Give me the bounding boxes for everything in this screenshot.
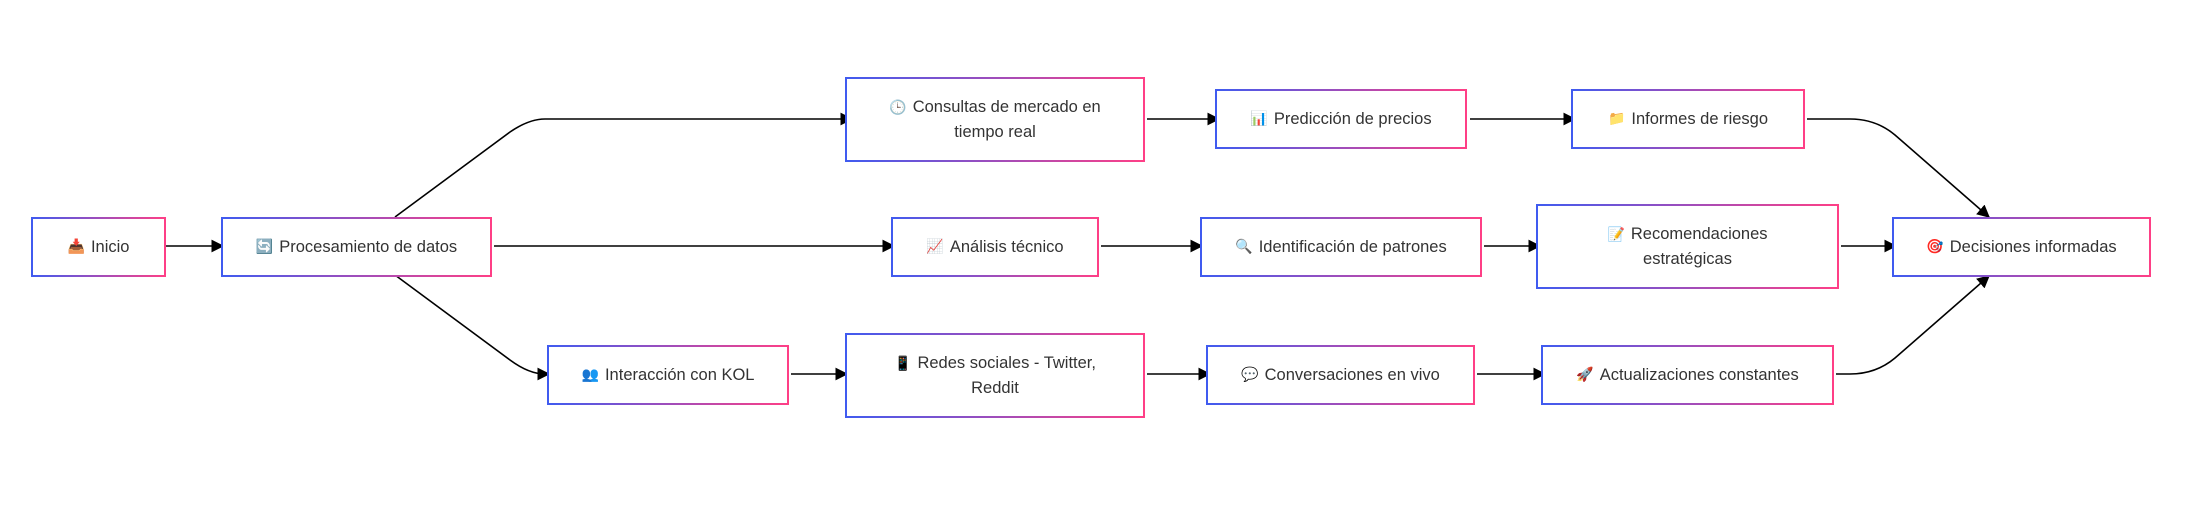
node-identificacion[interactable]: 🔍 Identificación de patrones [1200, 217, 1482, 277]
edge-informes-decisiones [1807, 118, 1990, 218]
node-label: Inicio [90, 238, 130, 256]
memo-icon: 📝 [1607, 227, 1625, 243]
people-icon: 👥 [581, 367, 599, 383]
node-label: Análisis técnico [949, 238, 1064, 256]
node-label: 🕒Consultas de mercado en tiempo real [889, 98, 1101, 141]
node-decisiones[interactable]: 🎯 Decisiones informadas [1892, 217, 2151, 277]
target-icon: 🎯 [1926, 239, 1944, 255]
node-label: Actualizaciones constantes [1599, 366, 1799, 384]
node-informes[interactable]: 📁 Informes de riesgo [1571, 89, 1805, 149]
speech-bubble-icon: 💬 [1241, 367, 1259, 383]
node-redes[interactable]: 📱Redes sociales - Twitter, Reddit [845, 333, 1145, 418]
folder-icon: 📁 [1607, 111, 1626, 127]
node-conversaciones[interactable]: 💬 Conversaciones en vivo [1206, 345, 1475, 405]
node-label: Identificación de patrones [1258, 238, 1447, 256]
bar-chart-icon: 📊 [1250, 111, 1268, 127]
node-analisis[interactable]: 📈 Análisis técnico [891, 217, 1099, 277]
clock-icon: 🕒 [889, 100, 907, 116]
refresh-icon: 🔄 [255, 239, 274, 255]
magnifier-icon: 🔍 [1235, 239, 1253, 255]
node-actualizaciones[interactable]: 🚀 Actualizaciones constantes [1541, 345, 1834, 405]
node-recomendaciones[interactable]: 📝Recomendaciones estratégicas [1536, 204, 1839, 289]
trend-chart-icon: 📈 [926, 239, 944, 255]
node-label: Interacción con KOL [604, 366, 755, 384]
edge-procesamiento-interaccion [394, 274, 551, 381]
phone-icon: 📱 [894, 356, 912, 372]
rocket-icon: 🚀 [1576, 367, 1594, 383]
node-prediccion[interactable]: 📊 Predicción de precios [1215, 89, 1467, 149]
edge-actualizaciones-decisiones [1836, 275, 1990, 375]
node-label: Predicción de precios [1273, 110, 1432, 128]
node-label: 📱Redes sociales - Twitter, Reddit [894, 354, 1096, 397]
node-label: 📝Recomendaciones estratégicas [1607, 225, 1768, 268]
edge-procesamiento-consultas [394, 112, 854, 218]
node-procesamiento[interactable]: 🔄 Procesamiento de datos [221, 217, 492, 277]
node-label: Informes de riesgo [1631, 110, 1769, 128]
node-inicio[interactable]: 📥 Inicio [31, 217, 166, 277]
inbox-tray-icon: 📥 [67, 239, 85, 255]
node-label: Conversaciones en vivo [1264, 366, 1440, 384]
node-consultas[interactable]: 🕒Consultas de mercado en tiempo real [845, 77, 1145, 162]
node-interaccion[interactable]: 👥 Interacción con KOL [547, 345, 789, 405]
node-label: Decisiones informadas [1949, 238, 2117, 256]
node-label: Procesamiento de datos [279, 238, 458, 256]
